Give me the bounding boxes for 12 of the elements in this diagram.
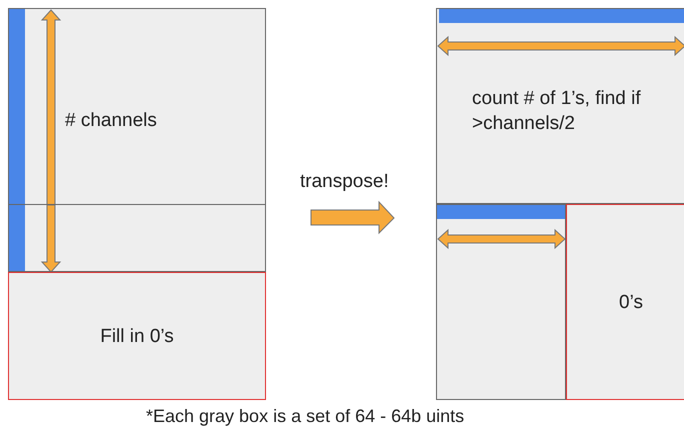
box-label: 0’s: [618, 291, 644, 315]
matrix-box: [436, 204, 566, 400]
matrix-box: [8, 272, 266, 400]
box-label: count # of 1’s, find if >channels/2: [472, 87, 642, 136]
matrix-box: [8, 204, 266, 272]
box-label: Fill in 0’s: [99, 325, 175, 349]
arrow-label: transpose!: [300, 170, 389, 194]
matrix-box: [8, 8, 266, 205]
box-label: # channels: [65, 109, 158, 133]
matrix-box: [436, 8, 684, 204]
matrix-box: [566, 204, 684, 400]
caption: *Each gray box is a set of 64 - 64b uints: [146, 405, 464, 428]
